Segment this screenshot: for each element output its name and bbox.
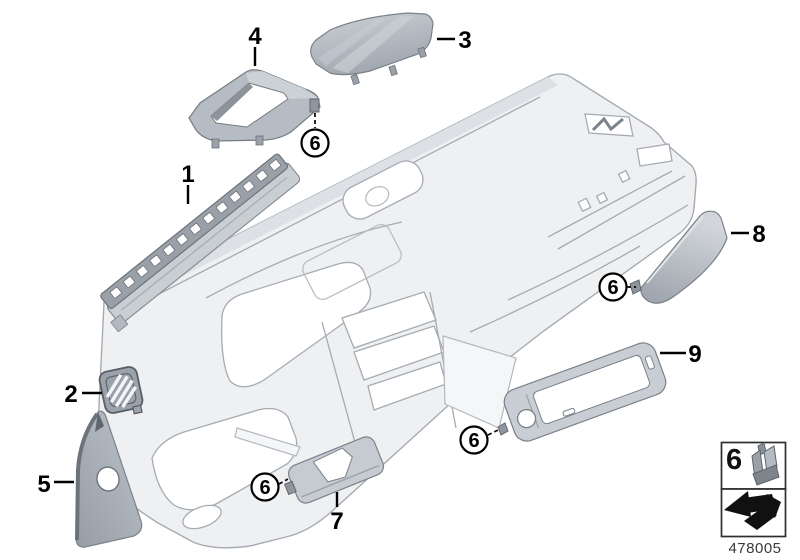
svg-text:6: 6 — [259, 477, 270, 499]
band-hole — [595, 191, 609, 205]
frame-slot — [644, 355, 655, 370]
part-3-speaker-grille-panel[interactable] — [310, 12, 434, 86]
part-label-3[interactable]: 3 — [458, 27, 471, 54]
callout-leader-7 — [278, 478, 289, 485]
reference-arrow-icon — [724, 491, 781, 530]
part-labels: 1 2 3 4 5 7 8 9 — [37, 23, 765, 535]
steering-lower-opening — [182, 504, 222, 530]
hud-recess-pattern — [591, 116, 624, 132]
right-mounting-hole — [636, 143, 673, 167]
fastener-callouts: 6 6 6 6 — [250, 128, 628, 502]
part-label-7[interactable]: 7 — [330, 508, 343, 535]
mounting-clip — [497, 422, 509, 436]
body-fragment-above-part7 — [234, 427, 301, 457]
clip-callout-near-part4[interactable]: 6 — [300, 128, 330, 158]
side-mounting-band-top — [547, 170, 673, 238]
leader-lines — [54, 37, 749, 507]
frame-slot — [562, 407, 576, 417]
part-label-1[interactable]: 1 — [181, 161, 194, 188]
side-mounting-band-bottom — [557, 175, 686, 250]
svg-text:6: 6 — [607, 277, 618, 299]
airbag-seam — [302, 224, 402, 300]
band-hole — [577, 197, 592, 213]
glovebox-lower-seam — [469, 245, 641, 333]
instrument-cluster-opening — [221, 261, 372, 388]
part-label-9[interactable]: 9 — [688, 341, 701, 368]
grille-slots — [109, 159, 282, 299]
part-label-4[interactable]: 4 — [248, 23, 262, 50]
panel-hole — [96, 466, 120, 492]
part-label-2[interactable]: 2 — [64, 381, 77, 408]
vent-slats — [105, 373, 138, 408]
instrument-panel-body — [95, 73, 697, 549]
windshield-edge-shade — [104, 77, 558, 311]
callout-leader-9 — [487, 429, 499, 436]
top-center-tray — [342, 160, 424, 220]
part-label-8[interactable]: 8 — [752, 221, 765, 248]
part-7-switch-trim-panel[interactable] — [279, 434, 386, 508]
mounting-clip — [309, 98, 320, 113]
part-4-display-trim-frame[interactable] — [188, 69, 321, 149]
band-hole — [617, 169, 631, 184]
clip-callout-near-part7[interactable]: 6 — [250, 472, 280, 502]
legend-fastener-number: 6 — [726, 444, 742, 476]
svg-text:6: 6 — [309, 133, 320, 155]
frame-hole — [516, 408, 537, 429]
glovebox-upper-seam — [507, 204, 689, 301]
clip-callout-near-part9[interactable]: 6 — [459, 425, 489, 455]
legend-box: 6 478005 — [720, 441, 787, 557]
clip-callout-near-part8[interactable]: 6 — [598, 272, 628, 302]
part-8-decor-strip[interactable] — [629, 210, 728, 304]
part-5-side-trim-panel[interactable] — [75, 410, 143, 548]
cluster-hood-ridge — [205, 221, 403, 299]
part-label-5[interactable]: 5 — [37, 471, 50, 498]
diagram-number: 478005 — [728, 540, 781, 557]
part-1-defroster-grille-strip[interactable] — [93, 152, 304, 333]
mounting-clip-icon — [751, 442, 780, 486]
svg-text:6: 6 — [468, 430, 479, 452]
part-2-side-air-vent[interactable] — [98, 366, 145, 420]
defroster-line — [127, 96, 541, 311]
mounting-clip — [283, 480, 297, 496]
part-9-decor-trim-frame[interactable] — [497, 339, 669, 444]
